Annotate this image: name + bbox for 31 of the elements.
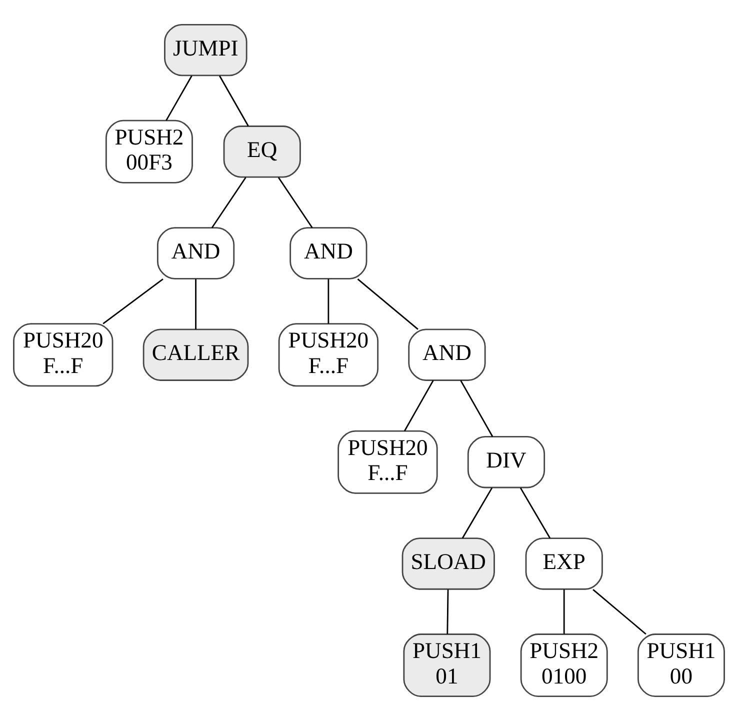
connector — [357, 278, 418, 330]
connector — [446, 589, 449, 634]
connector — [278, 176, 313, 228]
connector — [404, 380, 434, 431]
node-box: JUMPI — [164, 23, 248, 76]
node-box: SLOAD — [402, 537, 495, 590]
connector — [219, 75, 249, 126]
connector — [166, 75, 192, 120]
node-box: PUSH1 01 — [403, 633, 491, 697]
connector — [211, 176, 246, 228]
node-box: AND — [156, 226, 235, 279]
node-box: CALLER — [142, 328, 249, 380]
node-box: PUSH20 F...F — [338, 430, 438, 494]
node-box: EQ — [223, 125, 301, 178]
connector — [592, 588, 646, 634]
connector — [520, 487, 551, 538]
connector — [102, 278, 164, 324]
node-box: DIV — [467, 436, 546, 488]
connector — [195, 278, 196, 329]
node-box: PUSH1 00 — [637, 633, 725, 697]
connector — [460, 380, 494, 436]
node-box: AND — [290, 226, 368, 279]
node-box: AND — [408, 328, 486, 380]
node-box: PUSH20 F...F — [278, 322, 379, 386]
node-box: PUSH2 00F3 — [105, 119, 193, 183]
connector — [328, 278, 330, 324]
node-box: PUSH20 F...F — [13, 322, 114, 386]
node-box: EXP — [525, 537, 603, 590]
connector — [462, 487, 493, 538]
connector — [563, 589, 565, 634]
node-box: PUSH2 0100 — [520, 633, 608, 697]
